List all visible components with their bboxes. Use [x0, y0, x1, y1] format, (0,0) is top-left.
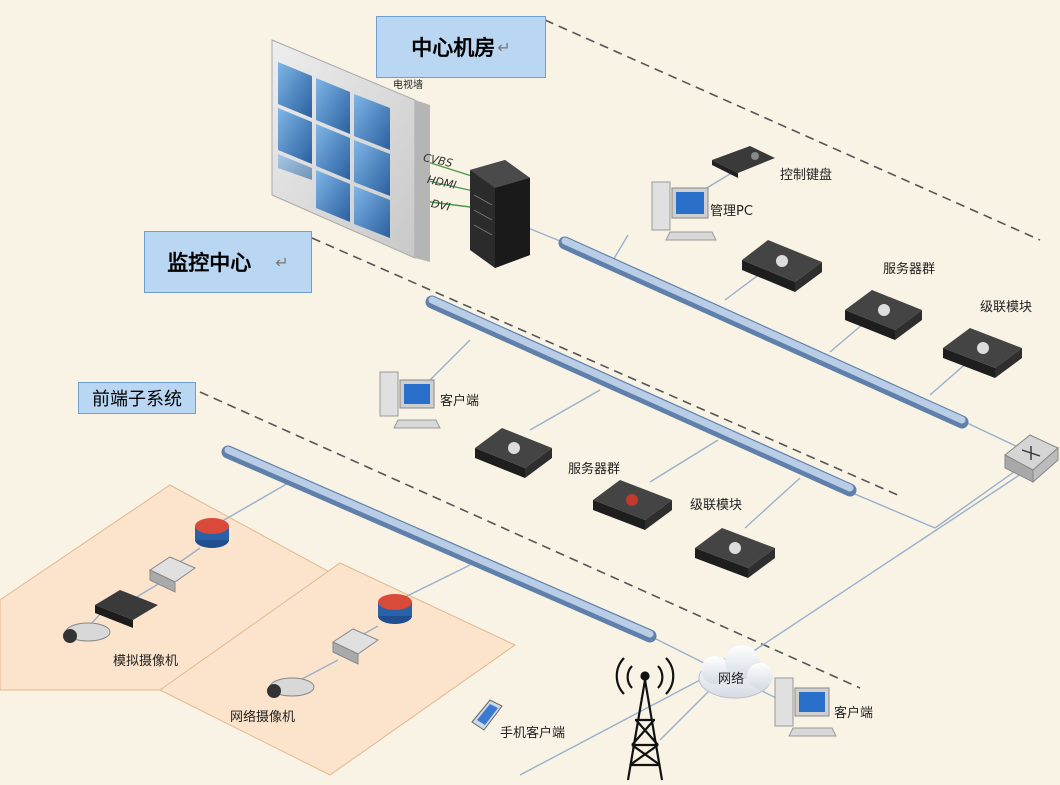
return-mark-1: ↵ — [497, 37, 511, 57]
switch-icon-2 — [331, 628, 380, 665]
mobile-phone-icon — [471, 699, 503, 731]
network-label: 网络 — [718, 672, 745, 687]
return-mark-2: ↵ — [275, 252, 289, 272]
link-cascade2-pipe2 — [744, 477, 801, 529]
tv-wall-label: 电视墙 — [393, 80, 423, 91]
server-cluster-mid-label: 服务器群 — [568, 462, 621, 477]
dvr-icon — [95, 590, 158, 628]
control-keyboard-icon — [712, 146, 775, 178]
mobile-client-label: 手机客户端 — [500, 726, 566, 741]
link-router1-pipe3 — [211, 481, 291, 528]
zone-label-monitor-center: 监控中心 ↵ — [144, 231, 312, 293]
link-switch1-dvr — [134, 582, 161, 599]
cascade-module-icon-2 — [695, 528, 775, 578]
link-pipe3-network — [649, 635, 709, 666]
management-pc-icon — [651, 181, 717, 241]
server-icon-4 — [593, 480, 672, 530]
link-switch2-cam2 — [299, 659, 339, 681]
link-server3-pipe2 — [529, 389, 601, 431]
cascade-module-top-label: 级联模块 — [980, 300, 1033, 315]
separator-center-room — [544, 19, 1041, 241]
client-pc-icon-mid — [379, 371, 441, 429]
server-cluster-top-label: 服务器群 — [883, 262, 936, 277]
bus-pipe-center-room-hl — [561, 237, 966, 424]
bus-pipe-monitor-center-hl — [428, 296, 854, 492]
zone-label-monitor-center-text: 监控中心 — [167, 251, 252, 275]
server-icon-2 — [845, 290, 922, 340]
client-bottom-label: 客户端 — [834, 706, 874, 721]
link-pipe2-switch — [849, 491, 936, 529]
link-network-tower2 — [519, 679, 701, 776]
video-matrix-icon — [470, 160, 530, 268]
router-icon-2 — [378, 594, 412, 624]
switch-icon-1 — [148, 556, 197, 593]
link-switch-cross — [934, 461, 1029, 529]
zone-label-frontend: 前端子系统 — [78, 382, 196, 414]
link-cascade1-pipe — [929, 359, 971, 396]
server-icon-3 — [475, 428, 552, 478]
router-icon-1 — [195, 518, 229, 548]
link-network-tower — [659, 689, 711, 741]
link-matrix-pipe1 — [527, 227, 566, 244]
separator-frontend — [199, 391, 861, 689]
link-mgmtpc-pipe — [611, 234, 629, 263]
zone-label-frontend-text: 前端子系统 — [92, 389, 182, 410]
server-icon-1 — [742, 240, 822, 292]
network-cloud-icon — [698, 645, 773, 699]
client-pc-icon-bottom — [774, 677, 837, 737]
bus-pipe-frontend-hl — [224, 446, 654, 638]
tv-wall-icon — [271, 39, 430, 262]
cascade-module-icon-1 — [943, 328, 1022, 378]
zone-separators — [199, 19, 1041, 689]
radio-tower-icon — [615, 657, 675, 781]
client-mid-label: 客户端 — [440, 394, 480, 409]
bus-pipes — [221, 236, 969, 643]
zone-label-center-room-text: 中心机房 — [411, 36, 496, 60]
network-camera-icon — [267, 677, 315, 698]
core-switch-icon — [1004, 434, 1059, 484]
link-server4-pipe2 — [649, 439, 719, 483]
separator-monitor-center — [311, 237, 901, 497]
link-router1-switch1 — [179, 547, 201, 563]
network-camera-area — [159, 562, 516, 776]
link-switch-network — [739, 467, 1031, 661]
cascade-module-mid-label: 级联模块 — [690, 498, 743, 513]
link-client-pipe2 — [429, 339, 471, 381]
network-camera-label: 网络摄像机 — [230, 710, 296, 725]
link-router2-pipe3 — [394, 564, 471, 603]
zone-label-center-room: 中心机房↵ — [376, 16, 546, 78]
analog-camera-label: 模拟摄像机 — [113, 654, 179, 669]
management-pc-label: 管理PC — [710, 204, 753, 219]
link-pipe1-switch — [964, 421, 1021, 449]
control-keyboard-label: 控制键盘 — [780, 168, 833, 183]
analog-camera-icon — [63, 622, 111, 643]
